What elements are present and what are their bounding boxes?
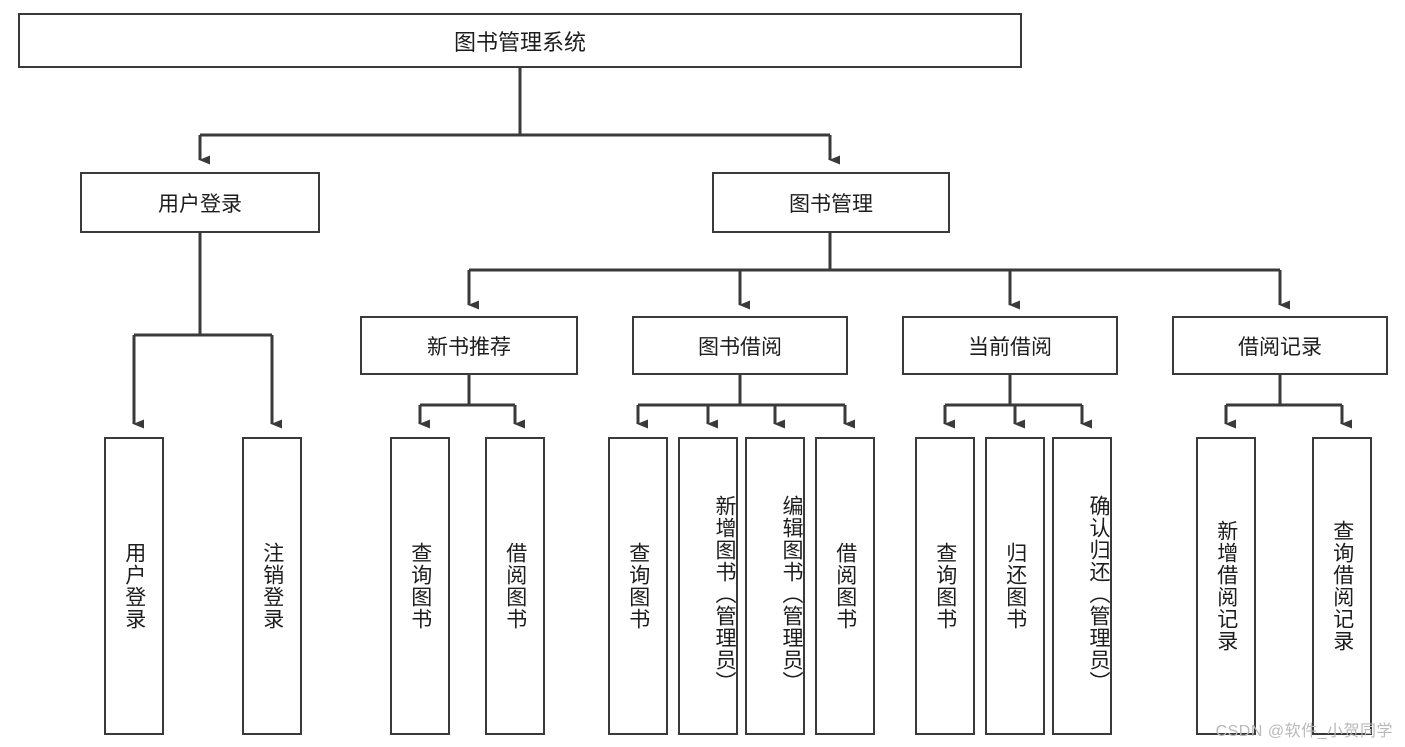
node-root-label: 图书管理系统 (453, 29, 586, 55)
node-new-book-recommend-label: 新书推荐 (427, 335, 511, 359)
leaf-add-record[interactable]: 新增借阅记录 (1196, 437, 1256, 735)
leaf-user-login[interactable]: 用户登录 (104, 437, 164, 735)
leaf-borrow-book-1[interactable]: 借阅图书 (485, 437, 545, 735)
node-book-borrow-label: 图书借阅 (698, 335, 782, 359)
leaf-user-login-label: 用户登录 (122, 542, 146, 630)
leaf-query-record-label: 查询借阅记录 (1330, 520, 1354, 652)
node-user-login-label: 用户登录 (158, 192, 242, 216)
node-book-management-label: 图书管理 (789, 192, 873, 216)
node-current-borrow-label: 当前借阅 (968, 335, 1052, 359)
leaf-query-book-1-label: 查询图书 (408, 542, 432, 630)
leaf-return-book[interactable]: 归还图书 (985, 437, 1045, 735)
leaf-logout-login-label: 注销登录 (260, 542, 284, 630)
node-new-book-recommend[interactable]: 新书推荐 (360, 316, 578, 375)
node-current-borrow[interactable]: 当前借阅 (902, 316, 1118, 375)
watermark: CSDN @软件_小贺同学 (1215, 723, 1393, 740)
leaf-query-book-2-label: 查询图书 (626, 542, 650, 630)
leaf-return-book-label: 归还图书 (1003, 542, 1027, 630)
leaf-query-book-3-label: 查询图书 (933, 542, 957, 630)
leaf-add-book[interactable]: 新增图书（管理员） (678, 437, 738, 735)
leaf-edit-book[interactable]: 编辑图书（管理员） (745, 437, 805, 735)
leaf-add-record-label: 新增借阅记录 (1214, 520, 1238, 652)
node-borrow-record[interactable]: 借阅记录 (1172, 316, 1388, 375)
node-user-login[interactable]: 用户登录 (80, 172, 320, 233)
node-borrow-record-label: 借阅记录 (1238, 335, 1322, 359)
leaf-borrow-book-2[interactable]: 借阅图书 (815, 437, 875, 735)
node-book-management[interactable]: 图书管理 (712, 172, 950, 233)
leaf-edit-book-label: 编辑图书（管理员） (780, 495, 803, 693)
leaf-logout-login[interactable]: 注销登录 (242, 437, 302, 735)
node-root[interactable]: 图书管理系统 (18, 13, 1022, 68)
leaf-confirm-return-label: 确认归还（管理员） (1087, 495, 1110, 693)
leaf-query-book-1[interactable]: 查询图书 (390, 437, 450, 735)
leaf-confirm-return[interactable]: 确认归还（管理员） (1052, 437, 1112, 735)
leaf-query-book-2[interactable]: 查询图书 (608, 437, 668, 735)
leaf-query-record[interactable]: 查询借阅记录 (1312, 437, 1372, 735)
leaf-query-book-3[interactable]: 查询图书 (915, 437, 975, 735)
leaf-borrow-book-1-label: 借阅图书 (503, 542, 527, 630)
leaf-borrow-book-2-label: 借阅图书 (833, 542, 857, 630)
node-book-borrow[interactable]: 图书借阅 (632, 316, 848, 375)
leaf-add-book-label: 新增图书（管理员） (713, 495, 736, 693)
